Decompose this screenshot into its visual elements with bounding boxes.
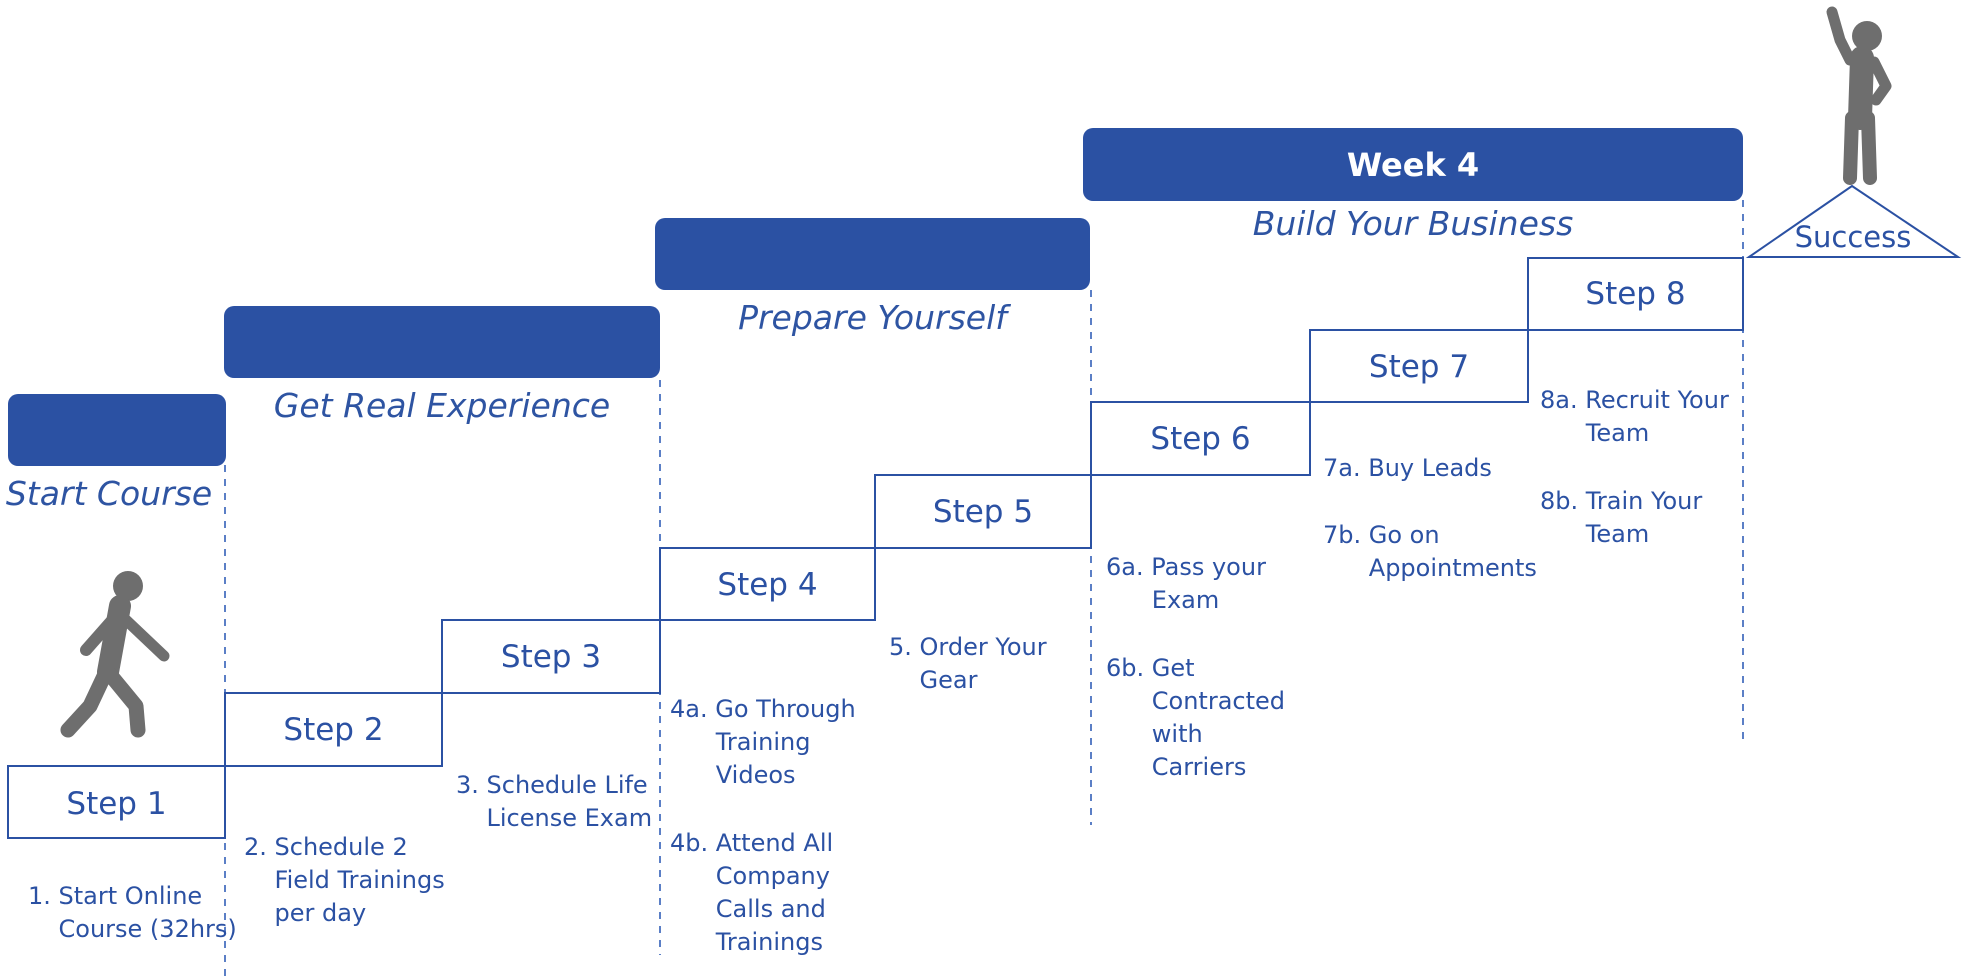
phase-start-course: Start Course xyxy=(5,474,213,513)
task-7b: 7b. Go on Appointments xyxy=(1323,521,1537,582)
staircase xyxy=(7,184,1962,839)
celebrating-person-icon xyxy=(1826,6,1892,185)
task-8b: 8b. Train Your Team xyxy=(1540,487,1703,548)
task-4a: 4a. Go Through Training Videos xyxy=(670,695,856,789)
success-pedestal xyxy=(1745,184,1962,258)
phase-prepare-yourself: Prepare Yourself xyxy=(738,298,1007,337)
step-5-label: Step 5 xyxy=(932,494,1034,530)
step-3-label: Step 3 xyxy=(500,639,602,675)
step-6-label: Step 6 xyxy=(1150,421,1251,457)
step-box-1 xyxy=(7,765,226,839)
step-7-label: Step 7 xyxy=(1368,349,1470,385)
week-banner-3 xyxy=(655,218,1090,290)
success-label: Success xyxy=(1794,220,1912,254)
task-6b: 6b. Get Contracted with Carriers xyxy=(1106,654,1286,781)
step-8-label: Step 8 xyxy=(1585,276,1686,312)
step-2-label: Step 2 xyxy=(283,712,384,748)
task-6a: 6a. Pass your Exam xyxy=(1106,553,1266,614)
week-banner-4: Week 4 xyxy=(1083,128,1743,201)
task-3: 3. Schedule Life License Exam xyxy=(456,771,653,832)
task-7a: 7a. Buy Leads xyxy=(1323,454,1492,482)
step-1-label: Step 1 xyxy=(66,786,167,822)
week-banner-1 xyxy=(8,394,226,466)
task-8a: 8a. Recruit Your Team xyxy=(1540,386,1729,447)
week-banner-2 xyxy=(224,306,660,378)
step-4-label: Step 4 xyxy=(717,567,818,603)
walking-person-icon xyxy=(60,571,170,738)
task-2: 2. Schedule 2 Field Trainings per day xyxy=(244,833,445,927)
phase-get-real-experience: Get Real Experience xyxy=(273,386,611,425)
task-4b: 4b. Attend All Company Calls and Trainin… xyxy=(670,829,834,956)
phase-build-your-business: Build Your Business xyxy=(1252,204,1574,243)
step-box-8 xyxy=(1527,257,1744,331)
task-1: 1. Start Online Course (32hrs) xyxy=(28,882,237,943)
task-5: 5. Order Your Gear xyxy=(889,633,1047,694)
